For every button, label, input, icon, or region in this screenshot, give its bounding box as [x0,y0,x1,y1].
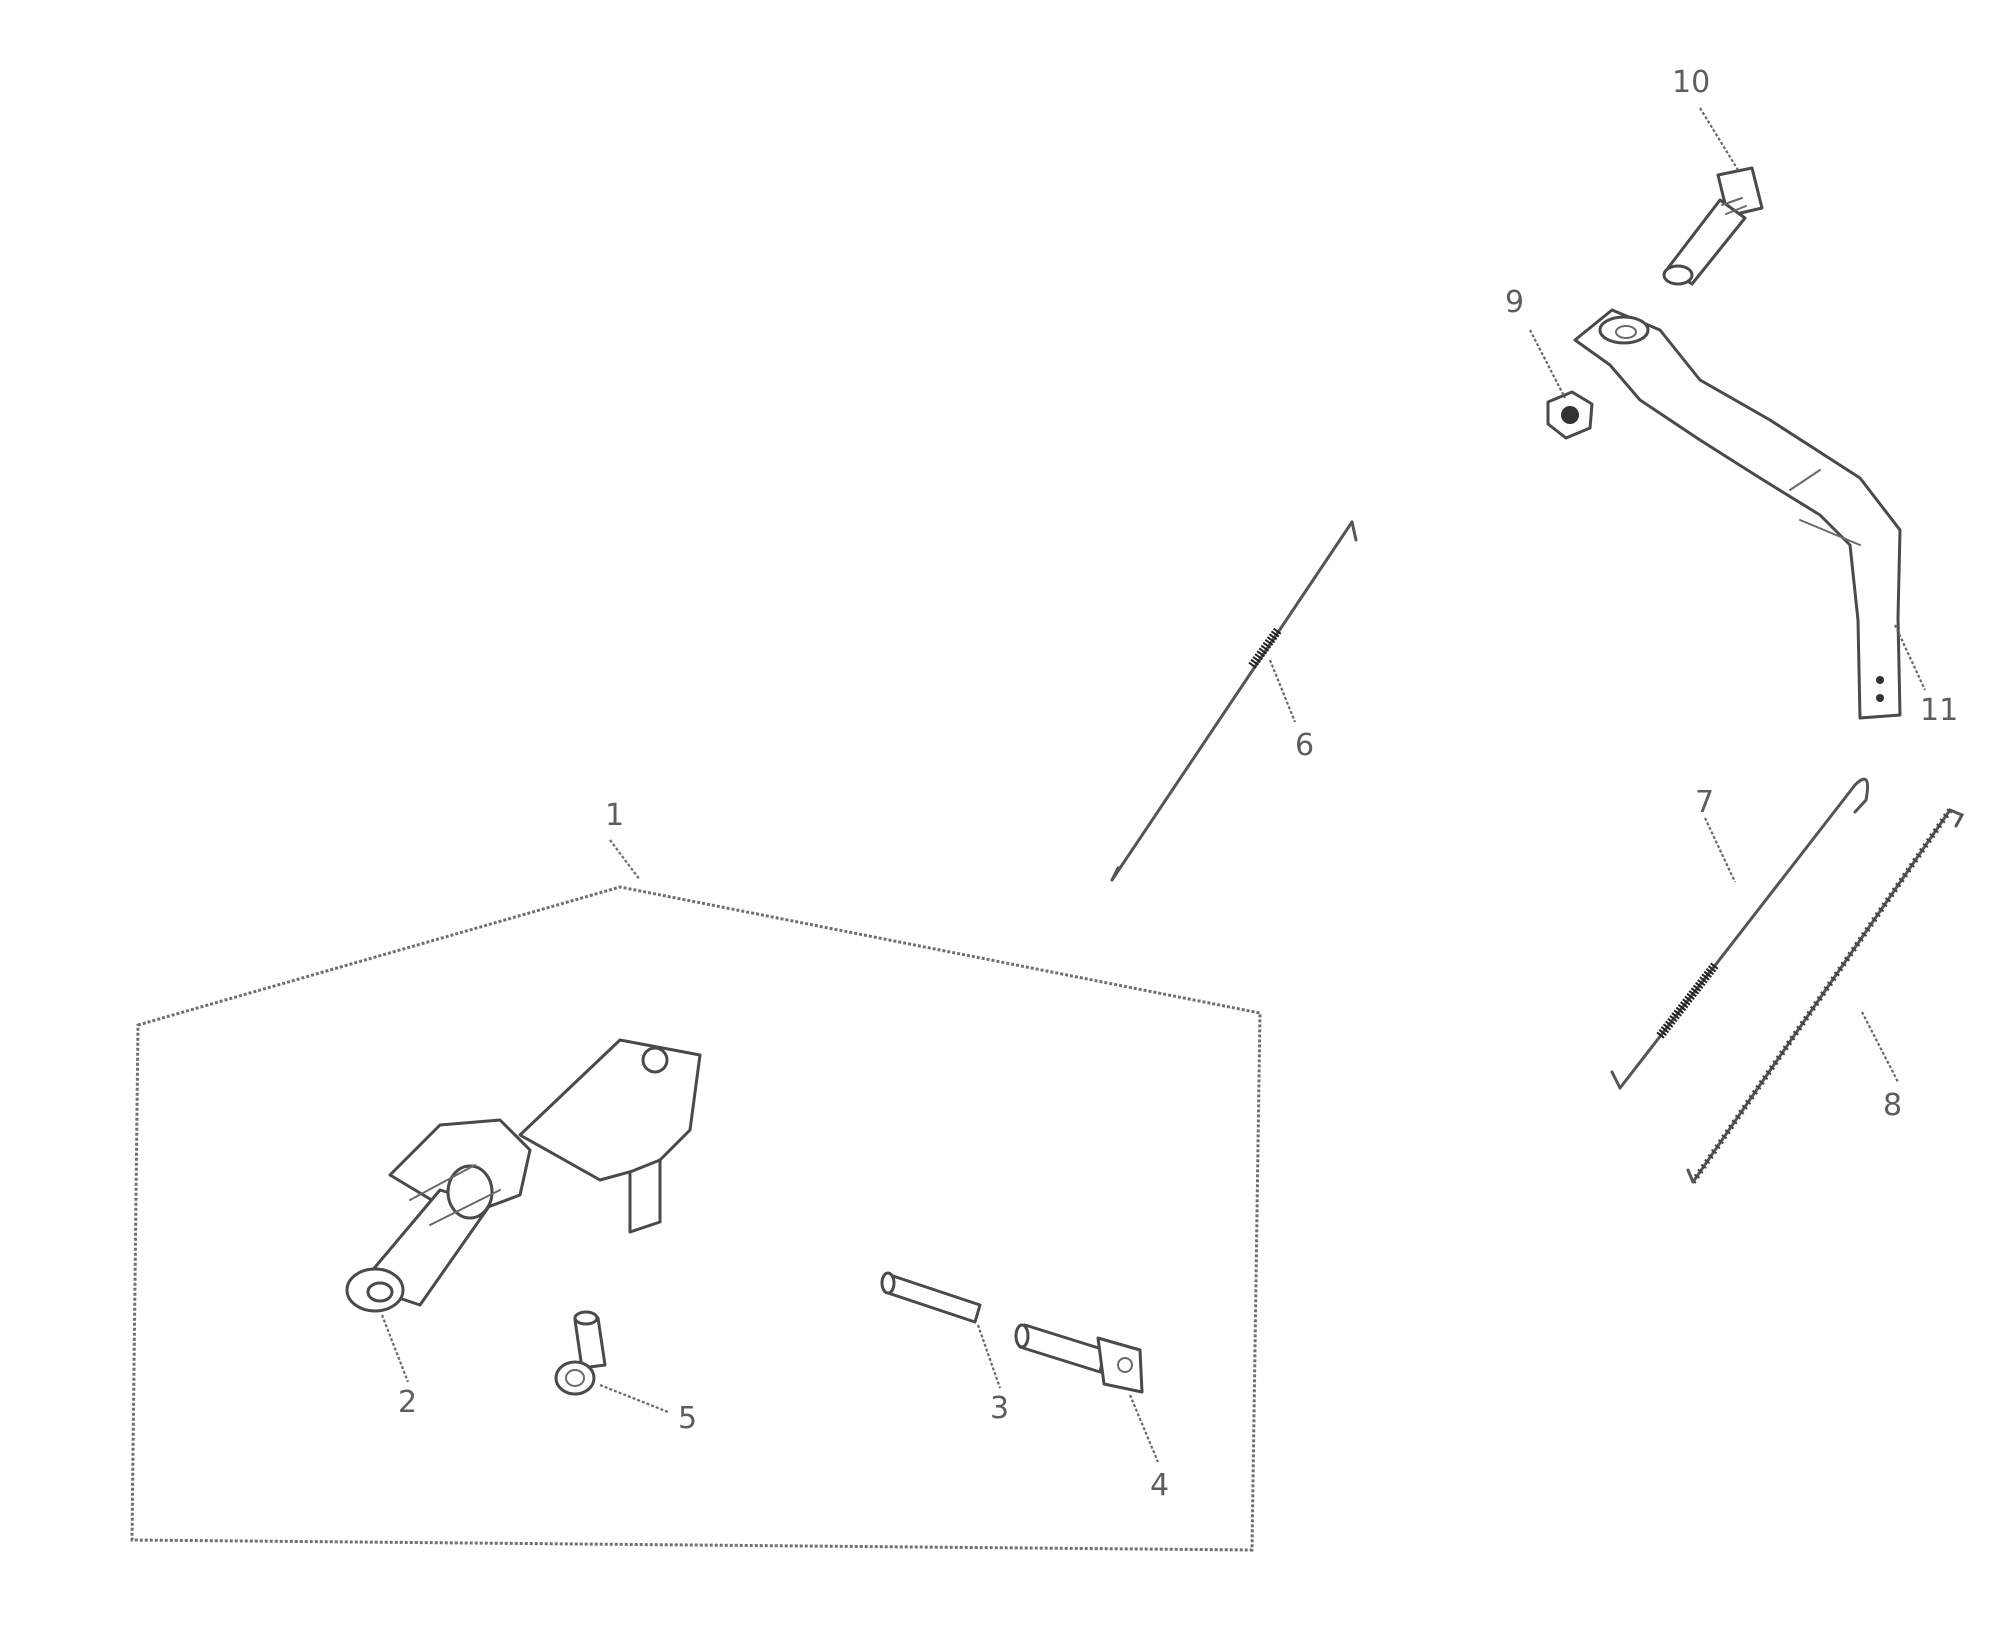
callout-10: 10 [1672,65,1710,100]
leader-8 [1861,1011,1899,1083]
leader-4 [1128,1394,1160,1463]
leader-10 [1699,107,1739,171]
leader-1 [609,839,641,881]
leader-9 [1529,329,1566,399]
part-3-pin [880,1271,982,1324]
callout-6: 6 [1295,728,1314,763]
callout-5: 5 [678,1401,697,1436]
leader-11 [1894,624,1926,691]
callout-2: 2 [398,1385,417,1420]
part-6-spring-rod [1110,520,1358,882]
leader-lines [380,107,1926,1463]
part-7-hook-spring [1610,777,1870,1090]
callout-4: 4 [1150,1468,1169,1503]
leader-7 [1704,817,1736,883]
callout-11: 11 [1920,693,1958,728]
kit-boundary-outline [130,885,1262,1552]
callout-9: 9 [1505,285,1524,320]
leader-5 [599,1383,669,1414]
part-5-small-bolt [554,1310,607,1396]
part-8-threaded-rod [1686,808,1965,1184]
part-10-bolt [1662,166,1764,286]
callout-3: 3 [990,1391,1009,1426]
callout-1: 1 [605,798,624,833]
leader-6 [1268,659,1297,723]
callout-7: 7 [1695,785,1714,820]
part-11-bent-arm [1573,308,1902,720]
part-9-nut [1546,390,1594,440]
leader-2 [380,1314,410,1383]
part-4-shoulder-bolt [1014,1323,1144,1394]
callout-8: 8 [1883,1088,1902,1123]
leader-3 [976,1324,1002,1389]
callout-numbers: 1 2 3 4 5 6 7 8 9 10 11 [398,65,1958,1503]
part-2-lever-bracket [345,1038,702,1313]
